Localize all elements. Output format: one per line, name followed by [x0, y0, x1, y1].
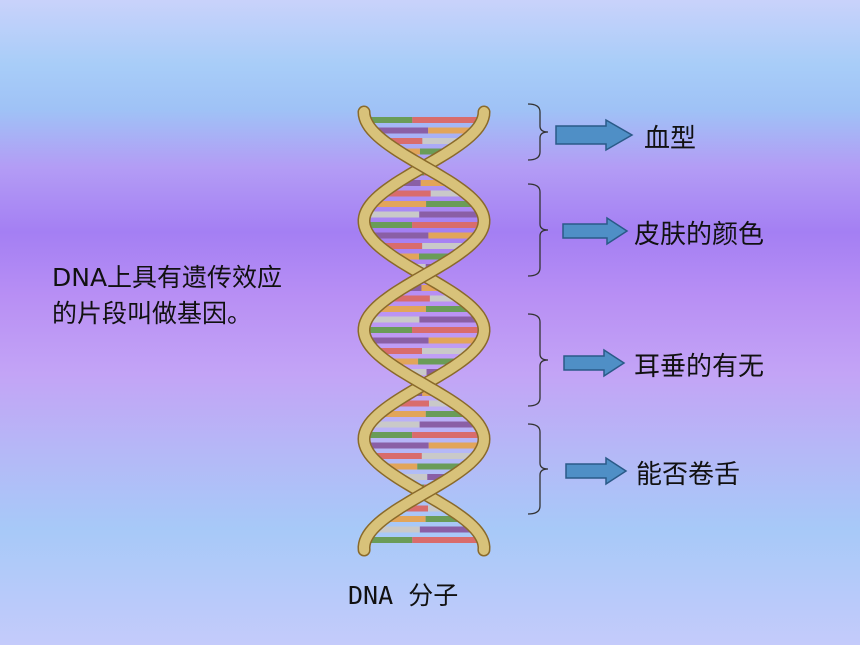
- arrow-icon: [562, 216, 629, 246]
- gene-definition-line-2: 的片段叫做基因。: [52, 299, 253, 328]
- gene-brace: [527, 103, 549, 161]
- base-pair-rungs: [364, 117, 484, 543]
- gene-brace: [527, 313, 549, 407]
- trait-blood-type: 血型: [644, 124, 697, 154]
- gene-brace: [527, 423, 549, 515]
- trait-skin-color: 皮肤的颜色: [634, 220, 765, 250]
- gene-definition-line-1: DNA上具有遗传效应: [52, 263, 283, 292]
- trait-tongue-rolling: 能否卷舌: [636, 460, 741, 490]
- gene-segment-braces: [527, 103, 549, 515]
- backbone-strand: [358, 107, 490, 555]
- dna-backbone-strands: [357, 105, 491, 557]
- dna-molecule-caption: DNA 分子: [348, 581, 459, 610]
- backbone-strand: [358, 107, 490, 555]
- gene-brace: [527, 183, 549, 277]
- arrow-icon: [565, 456, 628, 486]
- trait-earlobe: 耳垂的有无: [634, 352, 765, 382]
- arrow-icon: [563, 348, 626, 378]
- arrow-icon: [555, 118, 634, 152]
- gene-definition-text: DNA上具有遗传效应 的片段叫做基因。: [52, 260, 342, 332]
